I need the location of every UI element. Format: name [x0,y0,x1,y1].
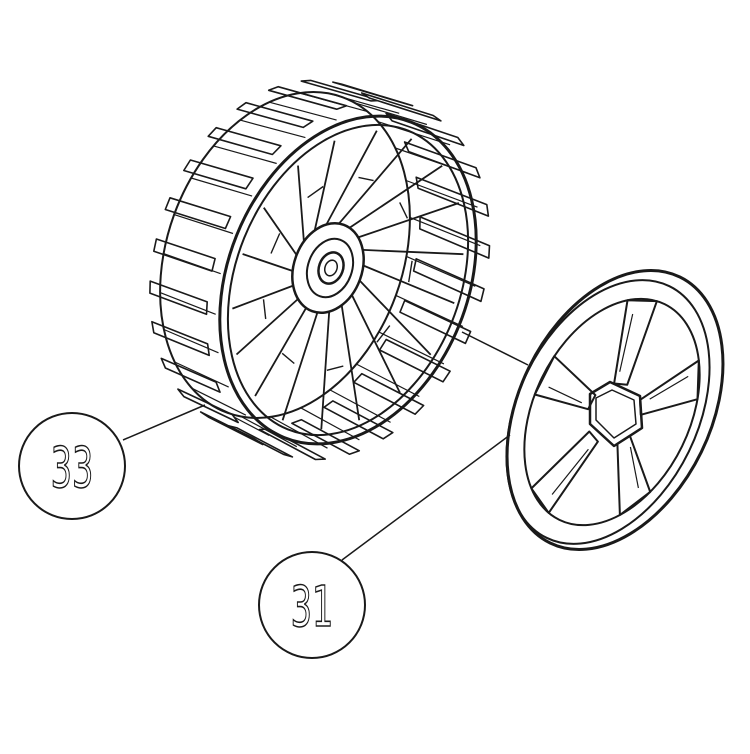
tire-front-rim-outer [218,114,478,446]
leader-33 [122,404,206,441]
callout-circle [18,412,126,520]
spoke-edge [362,264,455,305]
tread-groove [395,147,468,174]
tread-lug [332,81,414,107]
hubcap-inner-edge [523,297,701,527]
tread-groove [174,361,229,388]
spoke-rib [358,176,374,182]
hub-bore [317,251,345,285]
callout-31: 31 [258,551,366,659]
hub-ring [305,237,355,299]
tread-lug [183,159,254,190]
spoke-edge [340,305,361,421]
wheel-spokes [232,130,464,430]
hubcap-spoke [533,355,597,411]
tread-lug [199,411,264,446]
leader-31 [341,434,511,561]
spoke-edge [235,298,299,356]
tread-lug [164,197,232,230]
spoke-edge [349,164,443,229]
spoke-edge [232,284,294,310]
callout-label: 31 [291,574,334,639]
callout-33: 33 [18,412,126,520]
spoke-edge [320,311,331,430]
tread-lugs [149,79,491,461]
hubcap-center [588,380,644,448]
hubcap-spoke [613,299,658,386]
tread-groove [191,387,247,416]
tread-groove [190,177,253,197]
spoke-edge [338,138,413,225]
tread-lug [153,238,216,272]
tread-groove [239,119,306,139]
tire-front-rim-inner [226,123,470,437]
tread-groove [159,292,216,315]
wheel-part [149,79,491,461]
spoke-edge [254,307,307,397]
hubcap-lip [505,279,711,545]
tread-lug [160,357,221,394]
tread-groove [163,253,221,275]
callout-label: 33 [51,435,94,500]
spoke-edge [297,165,305,242]
callout-circle [258,551,366,659]
tread-groove [299,92,369,113]
spoke-rib [326,365,344,371]
axis-line [461,331,529,366]
spoke-edge [362,249,464,256]
spoke-edge [263,207,298,256]
tread-lug [412,257,485,303]
hub-outer [291,221,365,315]
tread-groove [329,389,391,423]
hubcap-spoke-rib [548,386,583,404]
hubcap-part [505,268,725,552]
hubcap-spokes [530,299,700,516]
spoke-rib [408,260,413,283]
spoke-rib [399,202,409,219]
spoke-edge [242,253,293,272]
spoke-rib [376,325,391,343]
hubcap-spoke [639,359,700,416]
tread-groove [173,214,234,235]
hub-bore-inner [323,259,339,277]
spoke-rib [307,185,324,199]
hubcap-spoke-rib [551,448,589,495]
hubcap-center-inner [595,389,637,439]
hubcap-spoke [616,434,652,516]
tread-groove [213,145,277,165]
spoke-edge [313,140,336,231]
tread-lug [418,216,491,259]
spoke-edge [358,279,432,356]
spoke-rib [281,352,295,365]
leader-lines [122,331,529,561]
tread-groove [163,328,219,354]
tread-groove [405,179,478,208]
hubcap-spoke-rib [619,313,634,372]
tire-back-edge [159,91,411,419]
spoke-edge [350,294,401,393]
hubcap-spoke-rib [649,375,689,400]
tread-lug [399,299,472,345]
spoke-rib [262,299,267,320]
spoke-edge [325,130,378,225]
spoke-rib [270,233,281,254]
tread-lug [378,338,451,383]
spoke-edge [357,202,460,239]
tread-lug [207,126,282,156]
spoke-edge [281,312,319,421]
tread-groove [300,407,360,441]
tread-groove [241,416,298,448]
tread-groove [269,101,337,121]
hubcap-spoke [530,430,599,514]
hubcap-spoke-rib [629,446,639,489]
tread-groove [355,102,428,126]
tread-lug [360,92,442,122]
